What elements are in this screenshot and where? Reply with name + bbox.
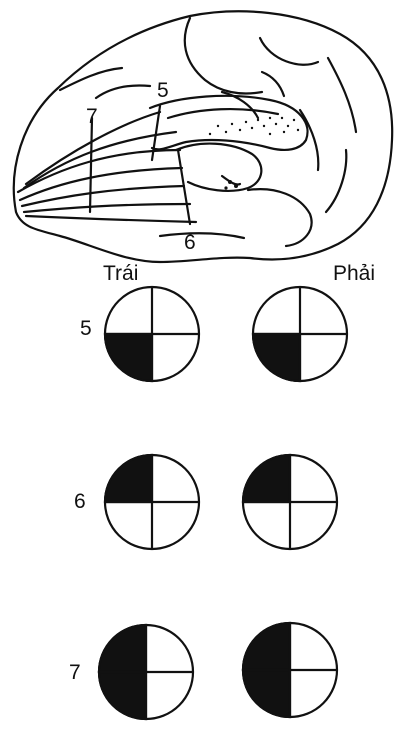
brain-label-6: 6 [184,232,196,253]
brain-label-7: 7 [86,106,98,127]
filled-quadrant-upper-left [99,625,146,672]
row-label-7: 7 [69,662,81,683]
brain-label-5: 5 [157,80,169,101]
visual-field-7-right [243,623,337,717]
filled-quadrant-lower-left [99,672,146,719]
brain-outline [14,11,392,262]
filled-quadrant-upper-left [243,455,290,502]
column-header-right: Phải [333,263,375,284]
filled-quadrant-lower-left [253,334,300,381]
visual-field-6-right [243,455,337,549]
column-header-left: Trái [103,263,138,284]
filled-quadrant-lower-left [105,334,152,381]
row-label-6: 6 [74,491,86,512]
corpus-callosum [150,96,308,150]
visual-field-5-left [105,287,199,381]
filled-quadrant-upper-left [243,623,290,670]
visual-field-7-left [99,625,193,719]
visual-field-6-left [105,455,199,549]
row-label-5: 5 [80,318,92,339]
filled-quadrant-upper-left [105,455,152,502]
filled-quadrant-lower-left [243,670,290,717]
visual-field-5-right [253,287,347,381]
